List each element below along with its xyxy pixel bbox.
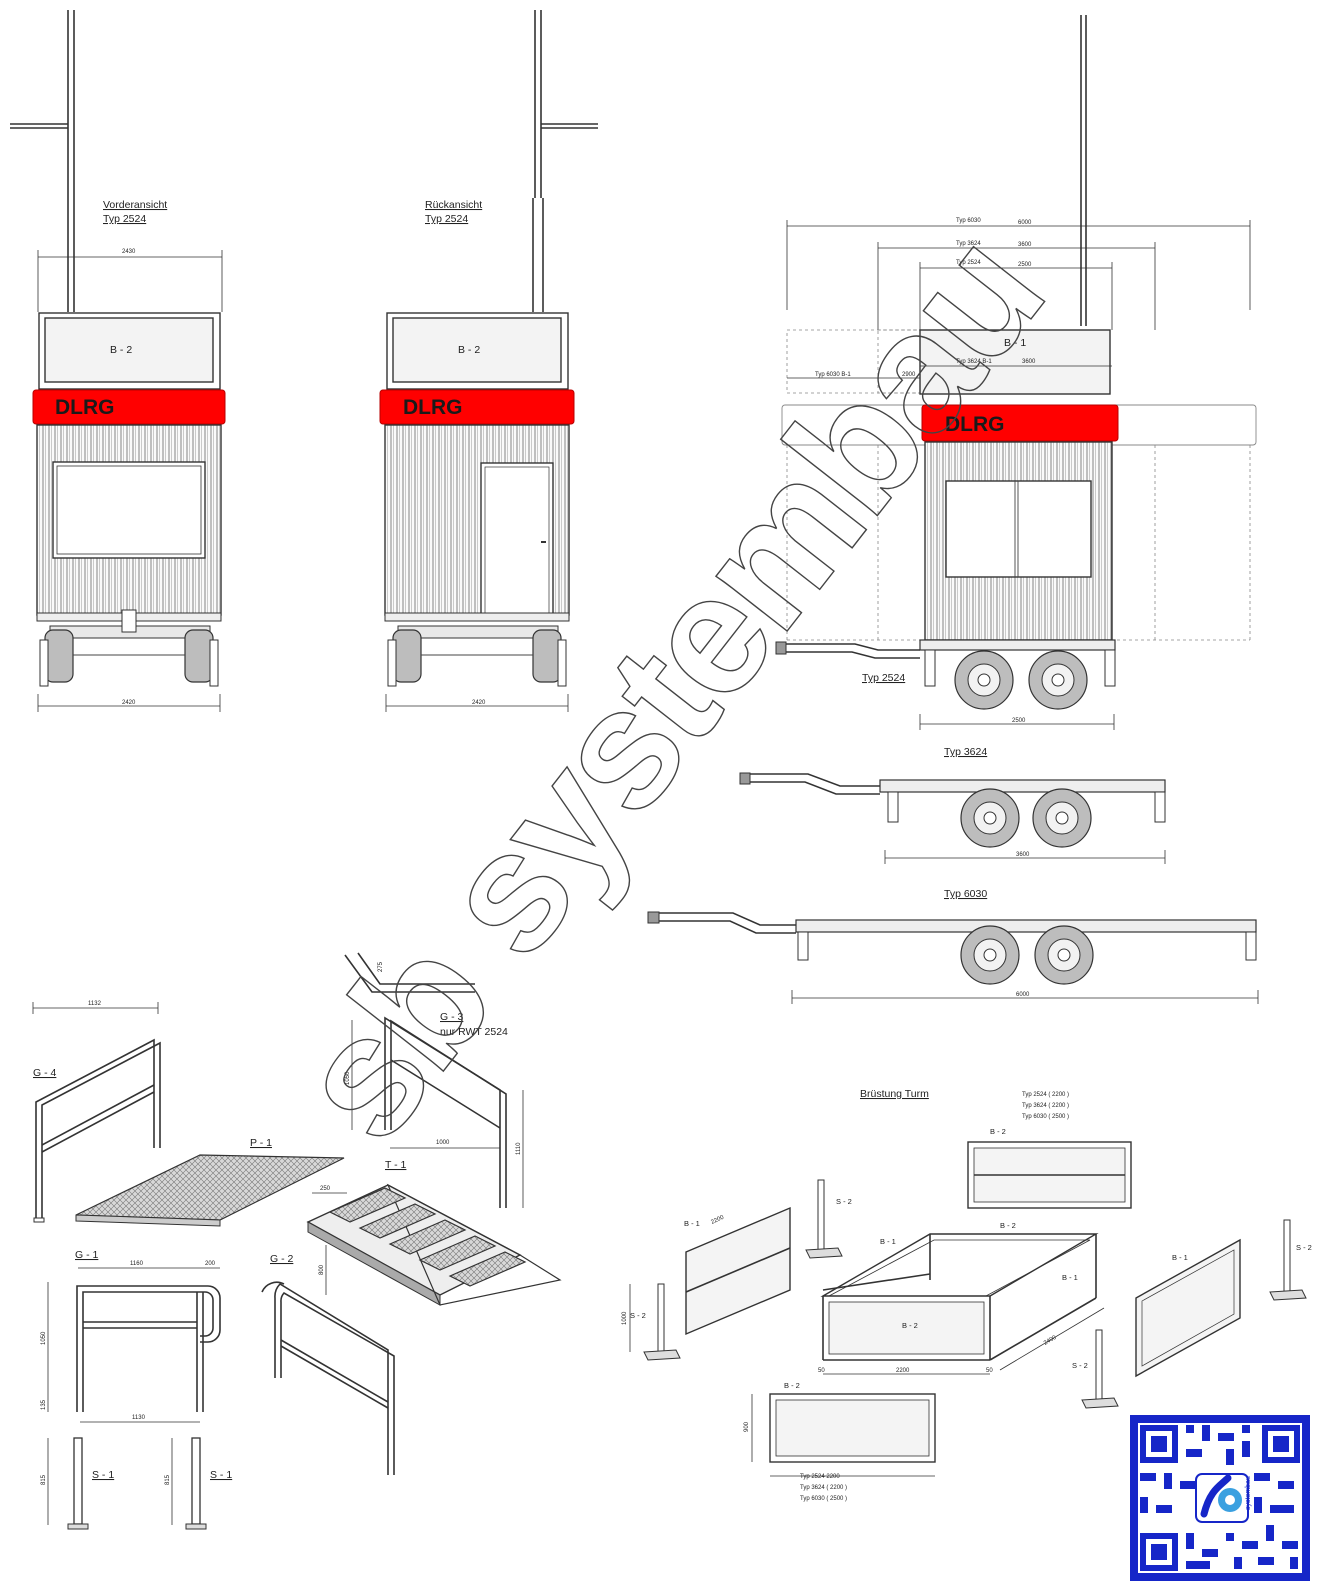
g3-dim-right: 1110 (516, 1142, 522, 1155)
side-dim-3624-label: Typ 3624 (956, 241, 981, 247)
g3-dim-width: 1000 (436, 1140, 450, 1146)
t1-dim-side: 800 (319, 1264, 325, 1275)
b2-top-label: B - 2 (990, 1127, 1006, 1136)
rear-dim-bottom: 2420 (472, 700, 486, 706)
left-panel-dim: 2200 (710, 1214, 725, 1225)
railing-g2: G - 2 (261, 1253, 395, 1475)
s2-label-c: S - 2 (1072, 1361, 1088, 1370)
g3-label: G - 3 (440, 1011, 463, 1023)
rear-view-type: Typ 2524 (425, 213, 468, 225)
s2-label-d: S - 2 (1296, 1243, 1312, 1252)
b1-left-label: B - 1 (684, 1219, 700, 1228)
front-view-type: Typ 2524 (103, 213, 146, 225)
s1-dim-left: 815 (41, 1474, 47, 1485)
railing-g4: 1132 G - 4 (32, 1001, 161, 1223)
trailer-3624: Typ 3624 3600 (739, 746, 1166, 864)
bruestung-turm: Brüstung Turm Typ 2524 ( 2200 ) Typ 3624… (622, 1088, 1312, 1502)
stands-s1: 815 S - 1 815 S - 1 (41, 1437, 232, 1530)
trailer-6030-label: Typ 6030 (944, 888, 987, 900)
g4-dim: 1132 (88, 1001, 102, 1007)
b2-bottom-type-0: Typ 2524 2200 (800, 1474, 840, 1480)
front-view-title: Vorderansicht (103, 199, 167, 211)
g1-label: G - 1 (75, 1249, 98, 1261)
trailer-3624-label: Typ 3624 (944, 746, 987, 758)
g3-angle-dim: 275 (378, 961, 384, 972)
qr-brand-text: systembau (1245, 1476, 1252, 1510)
trailer-6030-dim: 6000 (1016, 992, 1030, 998)
b2-bottom-label: B - 2 (784, 1381, 800, 1390)
b2-bottom-type-2: Typ 6030 ( 2500 ) (800, 1496, 847, 1502)
s1-label-right: S - 1 (210, 1469, 232, 1481)
railing-g1: G - 1 1160 200 1050 135 1130 (41, 1249, 221, 1423)
s2-label-b: S - 2 (630, 1311, 646, 1320)
box-dim-50b: 50 (986, 1368, 993, 1374)
g1-dim-bend: 200 (205, 1261, 216, 1267)
g4-label: G - 4 (33, 1067, 56, 1079)
front-view: Vorderansicht Typ 2524 2430 B - 2 DLRG 2… (10, 10, 226, 712)
front-dim-bottom: 2420 (122, 700, 136, 706)
b1-center-label-a: B - 1 (880, 1237, 896, 1246)
s2-label-a: S - 2 (836, 1197, 852, 1206)
side-trailer-dim: 2500 (1012, 718, 1026, 724)
qr-code[interactable]: systembau (1130, 1415, 1310, 1581)
rear-dlrg-banner: DLRG (403, 396, 463, 419)
front-dim-top: 2430 (122, 249, 136, 255)
g1-dim-foot: 135 (41, 1399, 47, 1410)
s1-label-left: S - 1 (92, 1469, 114, 1481)
side-dim-2524-value: 2500 (1018, 262, 1032, 268)
g2-label: G - 2 (270, 1253, 293, 1265)
b1-right-label: B - 1 (1172, 1253, 1188, 1262)
platform-p1: P - 1 (75, 1137, 345, 1227)
side-dlrg-banner: DLRG (945, 413, 1005, 436)
b1-center-label-b: B - 1 (1062, 1273, 1078, 1282)
box-dim-width: 2200 (896, 1368, 910, 1374)
b2-bottom-dim: 900 (744, 1421, 750, 1432)
bruestung-title: Brüstung Turm (860, 1088, 929, 1100)
side-left-dim-value: 2900 (902, 372, 916, 378)
rear-view-title: Rückansicht (425, 199, 482, 211)
b2-center-label-top: B - 2 (1000, 1221, 1016, 1230)
s2-dim: 1000 (622, 1311, 628, 1325)
bruestung-type-2: Typ 6030 ( 2500 ) (1022, 1114, 1069, 1120)
side-inner-dim-label: Typ 3624 B-1 (956, 359, 992, 365)
rear-view: Rückansicht Typ 2524 B - 2 DLRG 2420 (379, 10, 598, 712)
side-dim-6030-value: 6000 (1018, 220, 1032, 226)
p1-label: P - 1 (250, 1137, 272, 1149)
side-dim-6030-label: Typ 6030 (956, 218, 981, 224)
g1-dim-height: 1050 (41, 1331, 47, 1345)
bruestung-type-0: Typ 2524 ( 2200 ) (1022, 1092, 1069, 1098)
railing-g3: 275 G - 3 nur RWT 2524 1050 1000 1110 (344, 952, 524, 1208)
g1-dim-width: 1160 (130, 1261, 144, 1267)
side-dim-2524-label: Typ 2524 (956, 260, 981, 266)
trailer-3624-dim: 3600 (1016, 852, 1030, 858)
s1-dim-right: 815 (165, 1474, 171, 1485)
g3-subtitle: nur RWT 2524 (440, 1026, 508, 1038)
front-panel-label: B - 2 (110, 344, 132, 356)
side-view: Typ 6030 6000 Typ 3624 3600 Typ 2524 250… (775, 15, 1257, 730)
b2-center-label: B - 2 (902, 1321, 918, 1330)
side-left-dim-label: Typ 6030 B-1 (815, 372, 851, 378)
rear-panel-label: B - 2 (458, 344, 480, 356)
side-panel-label: B - 1 (1004, 337, 1026, 349)
bruestung-type-1: Typ 3624 ( 2200 ) (1022, 1103, 1069, 1109)
t1-label: T - 1 (385, 1159, 407, 1171)
front-dlrg-banner: DLRG (55, 396, 115, 419)
side-trailer-label: Typ 2524 (862, 672, 905, 684)
g1-dim-bottom: 1130 (132, 1415, 146, 1421)
side-dim-3624-value: 3600 (1018, 242, 1032, 248)
b2-bottom-type-1: Typ 3624 ( 2200 ) (800, 1485, 847, 1491)
trailer-6030: Typ 6030 6000 (647, 888, 1259, 1004)
side-inner-dim-value: 3600 (1022, 359, 1036, 365)
box-dim-50a: 50 (818, 1368, 825, 1374)
t1-dim-top: 250 (320, 1186, 331, 1192)
stair-t1: T - 1 250 800 (306, 1159, 562, 1306)
g3-dim-height: 1050 (345, 1071, 351, 1085)
